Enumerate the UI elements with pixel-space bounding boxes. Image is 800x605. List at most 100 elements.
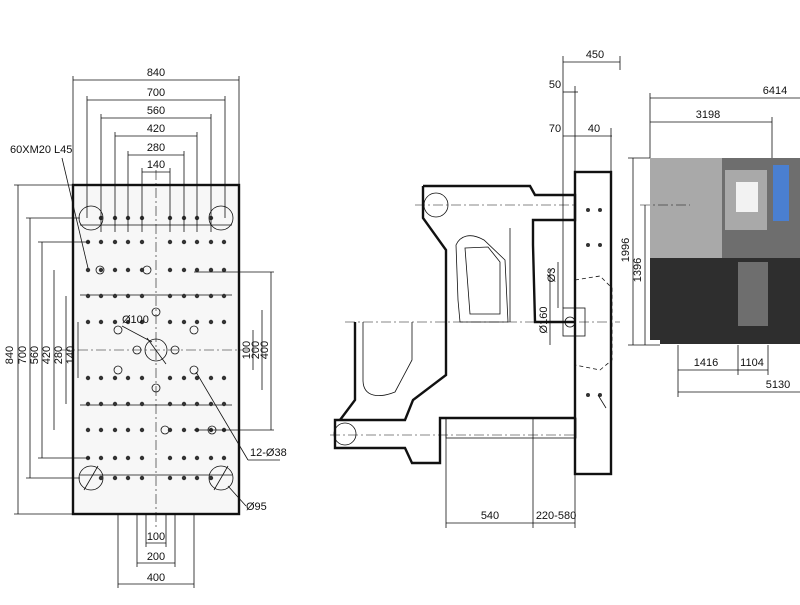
- threaded-hole: [167, 427, 173, 433]
- locating-hole: [95, 265, 105, 275]
- threaded-hole: [208, 375, 214, 381]
- machine-control-panel: [773, 165, 789, 221]
- threaded-hole: [125, 239, 131, 245]
- threaded-hole: [194, 267, 200, 273]
- upper-cutout-inner: [464, 246, 501, 315]
- threaded-hole: [221, 319, 227, 325]
- threaded-hole: [85, 401, 91, 407]
- threaded-hole: [208, 475, 214, 481]
- height-dim-420: 420: [41, 346, 53, 364]
- threaded-hole: [194, 293, 200, 299]
- machine-base: [650, 258, 800, 340]
- platen-hidden: [574, 275, 613, 371]
- threaded-hole: [221, 375, 227, 381]
- pivot-top: [423, 192, 449, 218]
- machine-front-cover: [650, 158, 722, 258]
- locating-hole: [151, 307, 161, 317]
- threaded-hole: [167, 293, 173, 299]
- height-dim-140: 140: [65, 346, 77, 364]
- small-diameter: Ø3: [546, 268, 558, 283]
- pivot-bottom: [333, 422, 357, 446]
- bottom-dimensions: 100 200 400: [117, 514, 195, 588]
- locating-hole: [170, 345, 180, 355]
- threaded-hole: [112, 293, 118, 299]
- locating-hole: [113, 325, 123, 335]
- threaded-hole: [139, 267, 145, 273]
- threaded-hole: [221, 401, 227, 407]
- locating-hole: [151, 383, 161, 393]
- upper-cutout: [455, 235, 509, 323]
- threaded-hole: [139, 293, 145, 299]
- frame-left-arm: [339, 322, 357, 421]
- threaded-hole: [181, 401, 187, 407]
- threaded-hole: [125, 267, 131, 273]
- height-dim-560: 560: [29, 346, 41, 364]
- callouts: 60XM20 L45 Ø100 12-Ø38 Ø95: [10, 144, 287, 513]
- threaded-hole: [167, 239, 173, 245]
- threaded-hole: [208, 319, 214, 325]
- machine-floor-frame: [660, 330, 800, 344]
- threaded-hole: [139, 475, 145, 481]
- threaded-hole: [167, 475, 173, 481]
- bottom-dim-200: 200: [147, 551, 165, 563]
- machine-length-unit: 3198: [696, 109, 720, 121]
- side-top-dimensions: 450 50 70 40: [549, 49, 621, 308]
- width-dim-140: 140: [147, 159, 165, 171]
- machine-base-total: 5130: [766, 379, 790, 391]
- threaded-hole: [98, 375, 104, 381]
- corner-hole-callout: Ø95: [246, 501, 267, 513]
- threaded-hole: [181, 475, 187, 481]
- width-dim-280: 280: [147, 142, 165, 154]
- threaded-hole: [181, 293, 187, 299]
- width-dim-420: 420: [147, 123, 165, 135]
- threaded-hole: [125, 475, 131, 481]
- platen-side: [573, 170, 613, 476]
- side-dim-450: 450: [586, 49, 604, 61]
- threaded-hole: [194, 401, 200, 407]
- threaded-hole: [112, 319, 118, 325]
- threaded-hole: [167, 455, 173, 461]
- threaded-hole: [167, 401, 173, 407]
- threaded-hole: [181, 375, 187, 381]
- locating-hole: [189, 365, 199, 375]
- machine-length-total: 6414: [763, 85, 787, 97]
- machine-height-unit: 1396: [632, 258, 644, 282]
- threaded-hole: [139, 375, 145, 381]
- width-dim-560: 560: [147, 105, 165, 117]
- threaded-hole: [85, 267, 91, 273]
- threaded-hole: [112, 239, 118, 245]
- threaded-hole: [167, 267, 173, 273]
- threaded-hole: [139, 455, 145, 461]
- threaded-hole: [98, 401, 104, 407]
- threaded-hole: [98, 455, 104, 461]
- threaded-hole: [85, 427, 91, 433]
- threaded-hole: [208, 401, 214, 407]
- side-dim-40: 40: [588, 123, 600, 135]
- threaded-hole: [194, 319, 200, 325]
- threaded-hole: [139, 401, 145, 407]
- center-hole-callout: Ø100: [122, 314, 149, 326]
- threaded-hole: [125, 455, 131, 461]
- threaded-hole: [139, 239, 145, 245]
- threaded-hole: [85, 319, 91, 325]
- frame-lower: [333, 322, 575, 465]
- side-dim-50: 50: [549, 79, 561, 91]
- threaded-hole: [181, 267, 187, 273]
- height-dim-280: 280: [53, 346, 65, 364]
- locating-hole: [132, 345, 142, 355]
- center-hole-hatch: [146, 337, 167, 365]
- width-dim-840: 840: [147, 67, 165, 79]
- right-dimensions: 100 200 400: [194, 271, 274, 431]
- center-hole: [144, 338, 168, 362]
- threaded-hole: [85, 293, 91, 299]
- bottom-dim-400: 400: [147, 572, 165, 584]
- machine-base-dim-1104: 1104: [740, 357, 764, 369]
- holes-callout: 12-Ø38: [250, 447, 287, 459]
- threaded-hole: [221, 455, 227, 461]
- side-dim-540: 540: [481, 510, 499, 522]
- threaded-hole: [85, 375, 91, 381]
- machine-window-glass: [736, 182, 758, 212]
- side-dim-220-580: 220-580: [536, 510, 576, 522]
